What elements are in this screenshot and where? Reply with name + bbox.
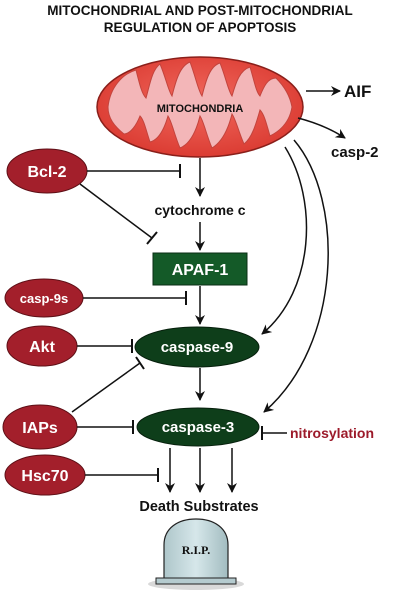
apaf1-label: APAF-1	[172, 262, 229, 279]
tombstone-icon: R.I.P.	[148, 518, 244, 590]
caspase3-node: caspase-3	[136, 407, 260, 447]
hsc70-node: Hsc70	[4, 454, 86, 496]
caspase9-label: caspase-9	[161, 339, 234, 356]
arrow-mito-to-caspase3	[263, 139, 329, 413]
caspase3-label: caspase-3	[162, 419, 235, 436]
arrow-mito-to-caspase9	[261, 146, 308, 335]
casp2-label: casp-2	[331, 144, 379, 161]
cytochrome-c-label: cytochrome c	[154, 202, 245, 218]
bcl2-label: Bcl-2	[27, 164, 66, 181]
akt-node: Akt	[6, 325, 78, 367]
mitochondria-node: MITOCHONDRIA	[96, 56, 304, 158]
bcl2-node: Bcl-2	[6, 148, 88, 194]
diagram-title-line1: MITOCHONDRIAL AND POST-MITOCHONDRIAL	[47, 3, 353, 18]
iaps-node: IAPs	[2, 404, 78, 450]
aif-label: AIF	[344, 82, 371, 101]
akt-label: Akt	[29, 339, 55, 356]
diagram-title-line2: REGULATION OF APOPTOSIS	[104, 20, 297, 35]
death-substrates-label: Death Substrates	[139, 499, 258, 515]
nitrosylation-label: nitrosylation	[290, 425, 374, 441]
arrow-mito-to-casp2	[297, 117, 346, 139]
inhibit-bcl2-apaf1	[79, 183, 153, 239]
tombstone-label: R.I.P.	[182, 543, 211, 557]
inhibit-iaps-caspase9	[71, 362, 141, 413]
mitochondria-label: MITOCHONDRIA	[157, 103, 244, 115]
iaps-label: IAPs	[22, 420, 58, 437]
casp9s-node: casp-9s	[4, 278, 84, 318]
apaf1-node: APAF-1	[152, 252, 248, 286]
hsc70-label: Hsc70	[21, 468, 68, 485]
casp9s-label: casp-9s	[20, 291, 68, 306]
caspase9-node: caspase-9	[134, 326, 260, 368]
